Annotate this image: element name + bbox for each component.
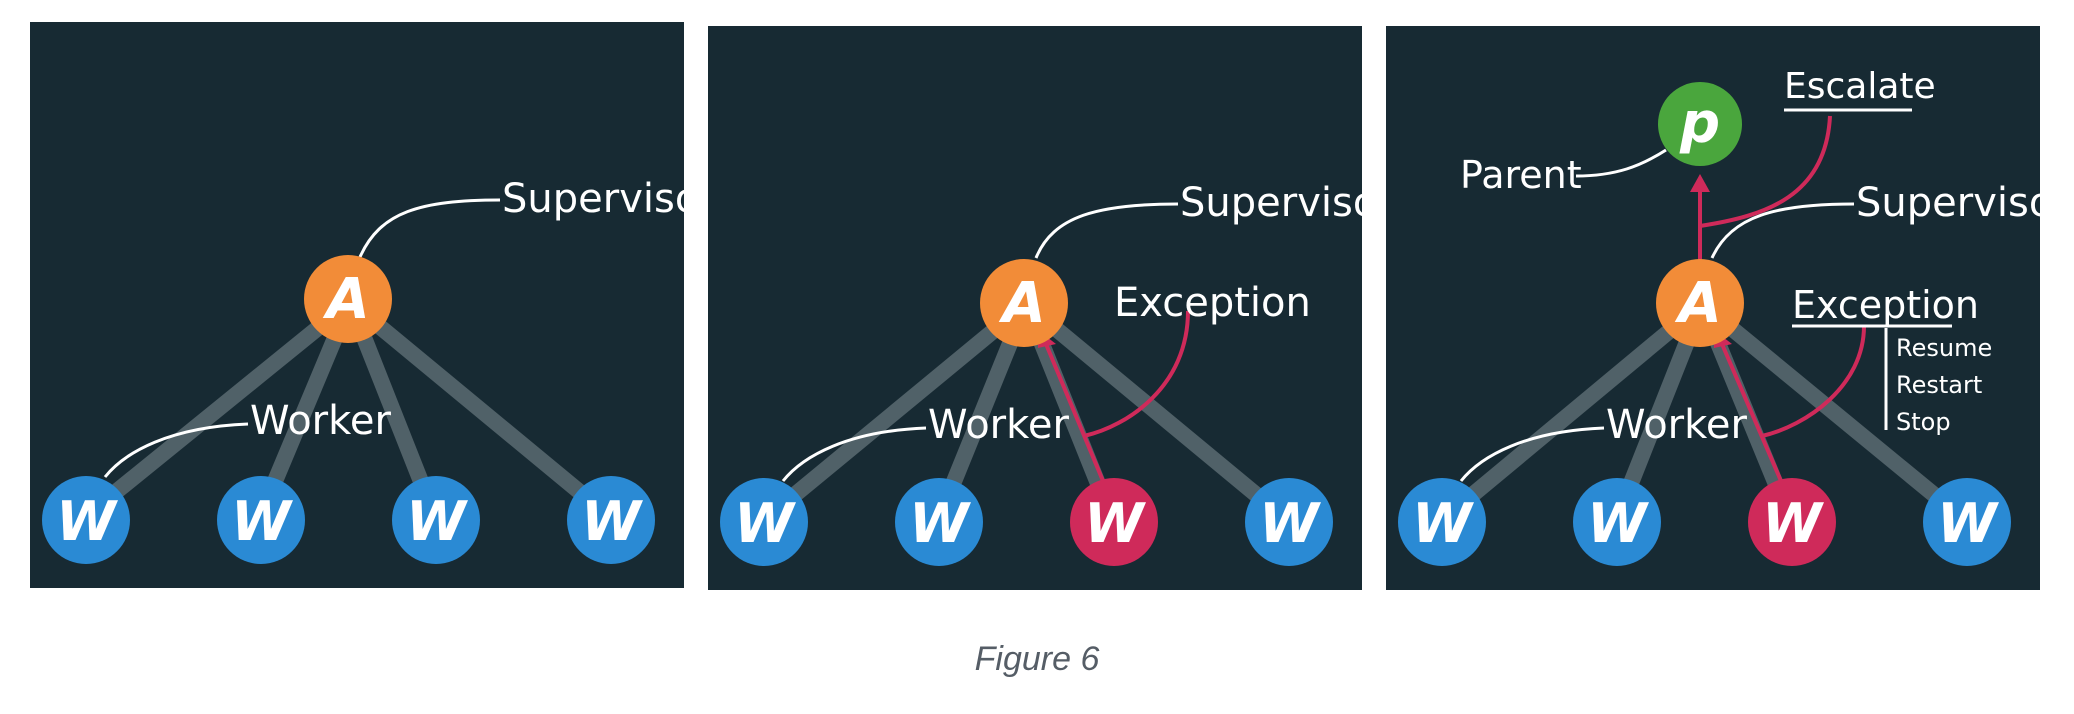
worker-node-letter: W xyxy=(1412,492,1474,555)
worker-node xyxy=(1923,478,2011,566)
worker-node xyxy=(1398,478,1486,566)
exception-label: Exception xyxy=(1114,280,1311,326)
option-restart: Restart xyxy=(1896,371,1982,399)
supervisor-node-letter: A xyxy=(322,267,369,332)
escalate-pointer xyxy=(1699,115,1832,228)
option-stop: Stop xyxy=(1896,408,1951,436)
link-worker-4 xyxy=(1020,297,1294,528)
parent-node xyxy=(1658,82,1742,166)
worker-node xyxy=(42,476,130,564)
supervisor-pointer xyxy=(358,198,501,258)
worker-node xyxy=(1245,478,1333,566)
worker-node-letter: W xyxy=(1937,492,1999,555)
figure-caption: Figure 6 xyxy=(974,640,1100,678)
panel-supervision-tree: Supervisor Worker A W W W W xyxy=(30,22,684,588)
link-worker-1 xyxy=(1435,297,1708,528)
failed-worker-node-letter: W xyxy=(1084,492,1146,555)
failed-worker-node-letter: W xyxy=(1762,492,1824,555)
supervisor-label: Supervisor xyxy=(1856,180,2040,226)
panel-2-diagram: Supervisor Exception Worker A W W W W xyxy=(708,26,1362,590)
exception-arrow xyxy=(1720,343,1783,482)
panel-1-diagram: Supervisor Worker A W W W W xyxy=(30,22,684,588)
worker-node-letter: W xyxy=(406,490,468,553)
worker-pointer xyxy=(1459,426,1605,482)
exception-label: Exception xyxy=(1792,283,1979,327)
worker-label: Worker xyxy=(250,398,391,444)
worker-node-letter: W xyxy=(231,490,293,553)
worker-node xyxy=(567,476,655,564)
worker-nodes: W W W W xyxy=(720,478,1333,566)
supervisor-pointer xyxy=(1710,202,1855,259)
exception-pointer xyxy=(1083,310,1190,438)
worker-label: Worker xyxy=(928,402,1069,448)
supervisor-node-letter: A xyxy=(998,271,1045,336)
worker-label: Worker xyxy=(1606,402,1747,448)
worker-pointer xyxy=(103,422,249,478)
worker-node xyxy=(720,478,808,566)
worker-node-letter: W xyxy=(56,490,118,553)
supervisor-pointer xyxy=(1034,202,1179,259)
escalate-arrowhead xyxy=(1690,174,1710,192)
worker-nodes: W W W W xyxy=(42,476,655,564)
panel-3-diagram: Supervisor Exception Resume Restart Stop… xyxy=(1386,26,2040,590)
worker-nodes: W W W W xyxy=(1398,478,2011,566)
parent-pointer xyxy=(1575,148,1667,178)
supervisor-label: Supervisor xyxy=(502,176,684,222)
worker-node-letter: W xyxy=(1587,492,1649,555)
escalate-label: Escalate xyxy=(1784,66,1936,107)
exception-pointer xyxy=(1761,325,1866,438)
worker-node-letter: W xyxy=(734,492,796,555)
supervisor-node xyxy=(1656,259,1744,347)
link-worker-4 xyxy=(1696,297,1972,528)
supervisor-node xyxy=(980,259,1068,347)
link-worker-1 xyxy=(79,295,356,524)
failed-worker-node xyxy=(1070,478,1158,566)
worker-pointer xyxy=(781,426,927,482)
worker-node xyxy=(217,476,305,564)
exception-arrow xyxy=(1044,343,1105,482)
panel-escalation: Supervisor Exception Resume Restart Stop… xyxy=(1386,26,2040,590)
panel-exception: Supervisor Exception Worker A W W W W xyxy=(708,26,1362,590)
option-resume: Resume xyxy=(1896,334,1992,362)
parent-label: Parent xyxy=(1460,153,1582,197)
worker-node-letter: W xyxy=(581,490,643,553)
worker-node xyxy=(895,478,983,566)
failed-worker-node xyxy=(1748,478,1836,566)
supervisor-node-letter: A xyxy=(1674,271,1721,336)
supervisor-label: Supervisor xyxy=(1180,180,1362,226)
link-worker-4 xyxy=(344,295,616,524)
worker-node-letter: W xyxy=(1259,492,1321,555)
worker-node xyxy=(1573,478,1661,566)
worker-node-letter: W xyxy=(909,492,971,555)
link-worker-1 xyxy=(757,297,1032,528)
worker-node xyxy=(392,476,480,564)
supervisor-node xyxy=(304,255,392,343)
parent-node-letter: p xyxy=(1679,91,1720,156)
